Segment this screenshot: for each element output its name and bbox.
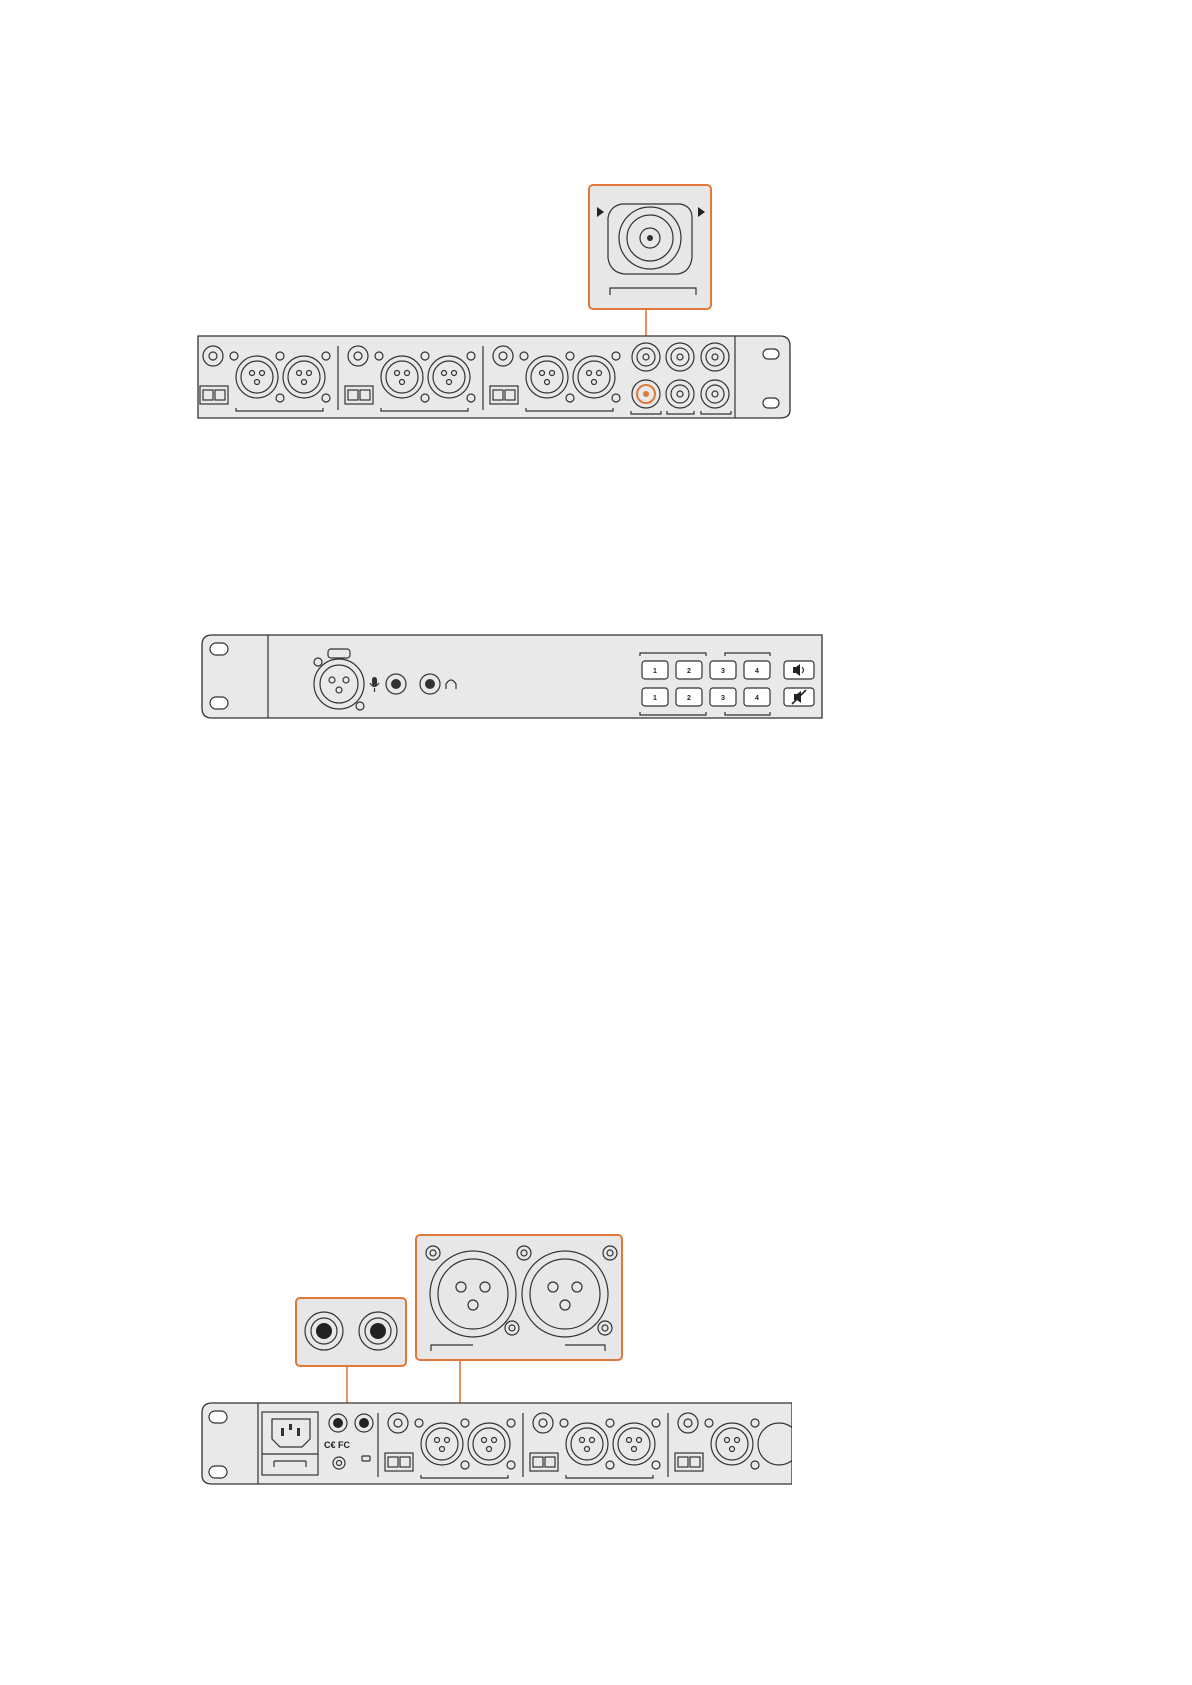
rear-panel-reference-illustration xyxy=(0,170,1192,430)
rack-hole xyxy=(209,1411,227,1423)
button-label: 2 xyxy=(687,668,691,675)
rack-hole xyxy=(763,349,779,359)
button-label: 2 xyxy=(687,695,691,702)
button-label: 1 xyxy=(653,668,657,675)
rca-connector-enlarged xyxy=(359,1312,397,1350)
rack-hole xyxy=(210,697,228,709)
rear-panel xyxy=(198,336,790,418)
button-label: 4 xyxy=(755,695,759,702)
rca-connector-enlarged xyxy=(305,1312,343,1350)
rack-hole xyxy=(209,1466,227,1478)
rear-panel-audio-illustration: C€ FC xyxy=(0,1225,1192,1515)
button-label: 1 xyxy=(653,695,657,702)
button-label: 3 xyxy=(721,668,725,675)
rack-hole xyxy=(210,643,228,655)
rca-callout-box xyxy=(296,1298,406,1366)
compliance-marks: C€ FC xyxy=(324,1440,351,1450)
xlr-callout-box xyxy=(416,1235,622,1360)
figure-rear-panel-reference xyxy=(0,170,1192,430)
rear-panel xyxy=(202,1403,792,1484)
front-panel-illustration: 1 2 3 4 1 2 3 4 xyxy=(0,620,1192,740)
rack-hole xyxy=(763,398,779,408)
button-label: 4 xyxy=(755,668,759,675)
button-label: 3 xyxy=(721,695,725,702)
svg-text:C€ FC: C€ FC xyxy=(324,1440,351,1450)
figure-rear-panel-audio: C€ FC xyxy=(0,1225,1192,1515)
figure-front-panel: 1 2 3 4 1 2 3 4 xyxy=(0,620,1192,740)
